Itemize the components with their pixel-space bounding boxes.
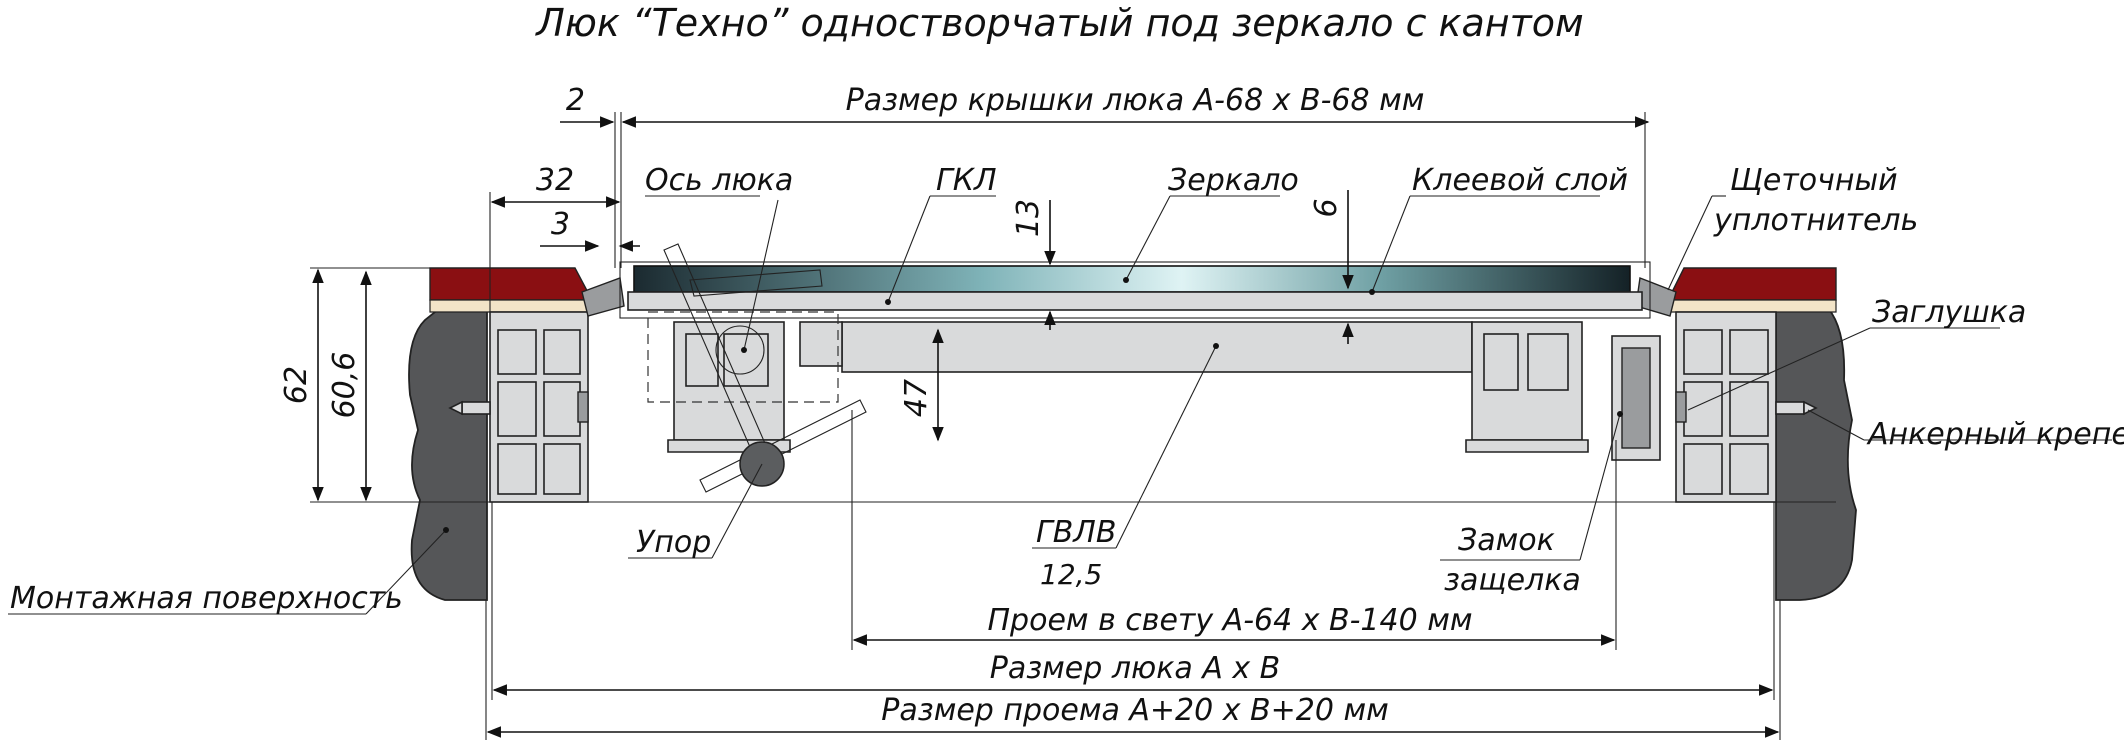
gkl-label: ГКЛ bbox=[936, 163, 997, 198]
mirror-label: Зеркало bbox=[1168, 163, 1299, 198]
gvlv-thickness-label: 12,5 bbox=[1040, 558, 1102, 591]
lock-latch bbox=[1611, 335, 1661, 461]
plug-label: Заглушка bbox=[1872, 295, 2026, 330]
stop-label: Упор bbox=[636, 525, 711, 560]
mount-surface-label: Монтажная поверхность bbox=[10, 581, 403, 616]
dim-2-label: 2 bbox=[566, 83, 585, 118]
glue-label: Клеевой слой bbox=[1412, 163, 1628, 198]
right-frame-profile bbox=[1675, 311, 1777, 503]
axis-label: Ось люка bbox=[645, 163, 793, 198]
right-trim-base bbox=[1667, 299, 1837, 313]
right-edge-trim bbox=[1666, 267, 1837, 301]
dim-32-label: 32 bbox=[536, 163, 574, 198]
mirror-panel bbox=[633, 265, 1631, 293]
door-inner-frame bbox=[667, 321, 1589, 453]
dim-3-label: 3 bbox=[551, 207, 570, 242]
left-frame-profile bbox=[489, 311, 589, 503]
gvlv-label: ГВЛВ bbox=[1036, 515, 1116, 550]
hatch-size-label: Размер люка А х В bbox=[990, 651, 1281, 686]
left-edge-trim bbox=[429, 267, 594, 301]
left-anchor bbox=[448, 400, 491, 416]
lock-label-2: защелка bbox=[1444, 563, 1581, 598]
left-brush-seal bbox=[581, 277, 625, 317]
clear-opening-label: Проем в свету А-64 х В-140 мм bbox=[987, 603, 1472, 638]
dim-47-label: 47 bbox=[899, 379, 934, 417]
left-trim-base bbox=[429, 299, 593, 313]
dim-62-label: 62 bbox=[279, 366, 314, 404]
opening-size-label: Размер проема А+20 х В+20 мм bbox=[881, 693, 1388, 728]
left-wall bbox=[408, 307, 488, 601]
brush-seal-label-2: уплотнитель bbox=[1713, 203, 1918, 238]
right-anchor bbox=[1775, 400, 1818, 416]
dim-6-label: 6 bbox=[1309, 198, 1344, 217]
diagram-title: Люк “Техно” одностворчатый под зеркало с… bbox=[534, 1, 1583, 45]
brush-seal-label-1: Щеточный bbox=[1730, 163, 1898, 198]
lock-label-1: Замок bbox=[1458, 523, 1555, 558]
gkl-board bbox=[627, 291, 1643, 311]
anchor-label: Анкерный крепеж bbox=[1866, 417, 2124, 452]
right-wall bbox=[1775, 307, 1857, 601]
dim-13-label: 13 bbox=[1011, 199, 1046, 237]
cover-size-label: Размер крышки люка А-68 х В-68 мм bbox=[846, 83, 1425, 118]
dim-60-6-label: 60,6 bbox=[327, 352, 362, 419]
